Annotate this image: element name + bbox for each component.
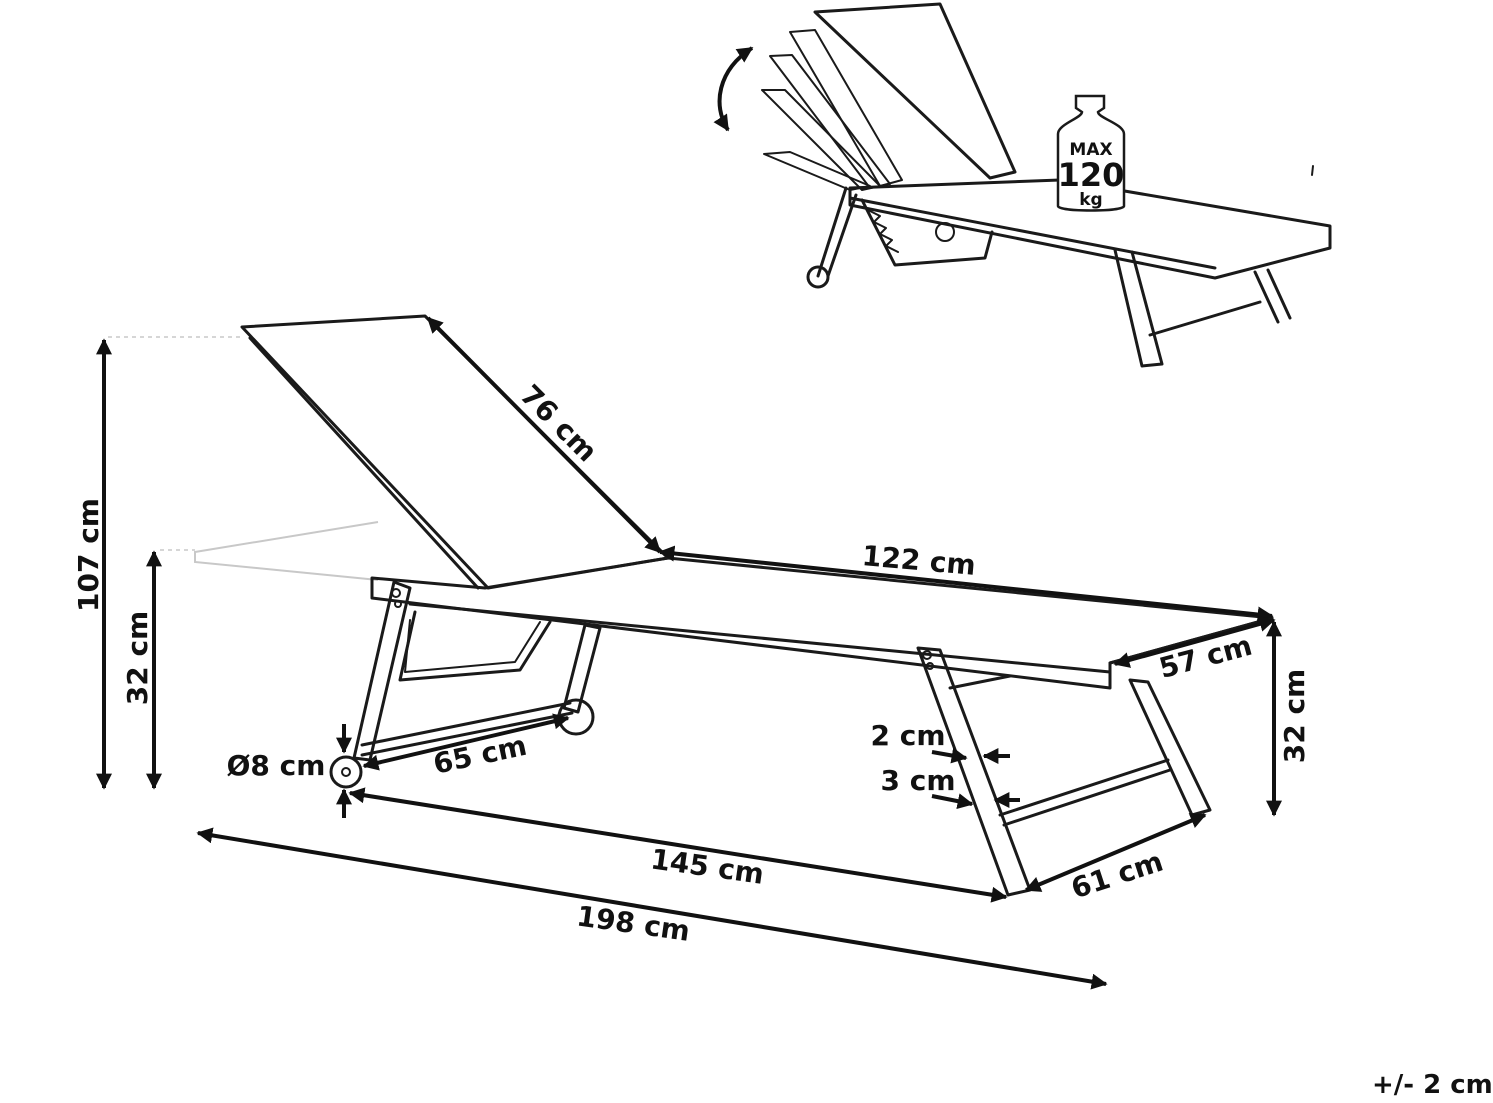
arrow-backrest-length — [426, 316, 662, 554]
label-wheelbase-length: 145 cm — [649, 842, 766, 891]
inset-reclining-lounger — [713, 2, 1332, 368]
arrow-thickness-a-left — [931, 747, 968, 764]
label-backrest-length: 76 cm — [514, 378, 604, 468]
tolerance-note: +/- 2 cm — [1372, 1070, 1493, 1100]
label-frame-thickness-b: 3 cm — [880, 764, 955, 797]
recline-rotation-arrow-icon — [713, 46, 754, 132]
front-leg-inner — [562, 623, 602, 714]
arrow-axle-width — [362, 713, 570, 771]
rear-leg-back — [1128, 678, 1212, 817]
arrow-thickness-b-left — [931, 793, 974, 810]
label-seat-height-right: 32 cm — [1278, 669, 1311, 764]
inset-backrest-flat — [763, 151, 871, 191]
weight-badge-unit: kg — [1079, 190, 1102, 210]
arrow-seat-length — [658, 545, 1274, 623]
backrest — [240, 314, 670, 590]
inset-backrest-pos3 — [769, 54, 891, 189]
arrow-wheelbase-length — [348, 787, 1008, 903]
label-seat-height-left: 32 cm — [121, 611, 154, 706]
front-wheel — [329, 755, 363, 789]
arrow-width-top — [1113, 616, 1276, 668]
label-total-length: 198 cm — [575, 899, 692, 948]
main-lounger-drawing — [108, 314, 1274, 897]
label-axle-width: 65 cm — [430, 729, 529, 781]
inset-wheel — [806, 265, 830, 289]
inset-backrest-upright — [813, 2, 1017, 180]
max-weight-badge: MAX 120 kg — [1056, 94, 1126, 212]
inset-backrest-pos2 — [789, 29, 903, 187]
label-wheel-diameter: Ø8 cm — [227, 749, 326, 782]
label-frame-thickness-a: 2 cm — [870, 719, 945, 752]
weight-badge-value: 120 — [1058, 156, 1125, 194]
inset-backrest-pos4 — [761, 89, 881, 191]
weight-icon — [1056, 94, 1126, 212]
label-total-height: 107 cm — [72, 498, 105, 612]
weight-badge-max: MAX — [1069, 140, 1112, 160]
ghost-flat-backrest — [194, 521, 379, 581]
seat — [370, 556, 1274, 690]
dimension-arrows — [96, 316, 1282, 990]
